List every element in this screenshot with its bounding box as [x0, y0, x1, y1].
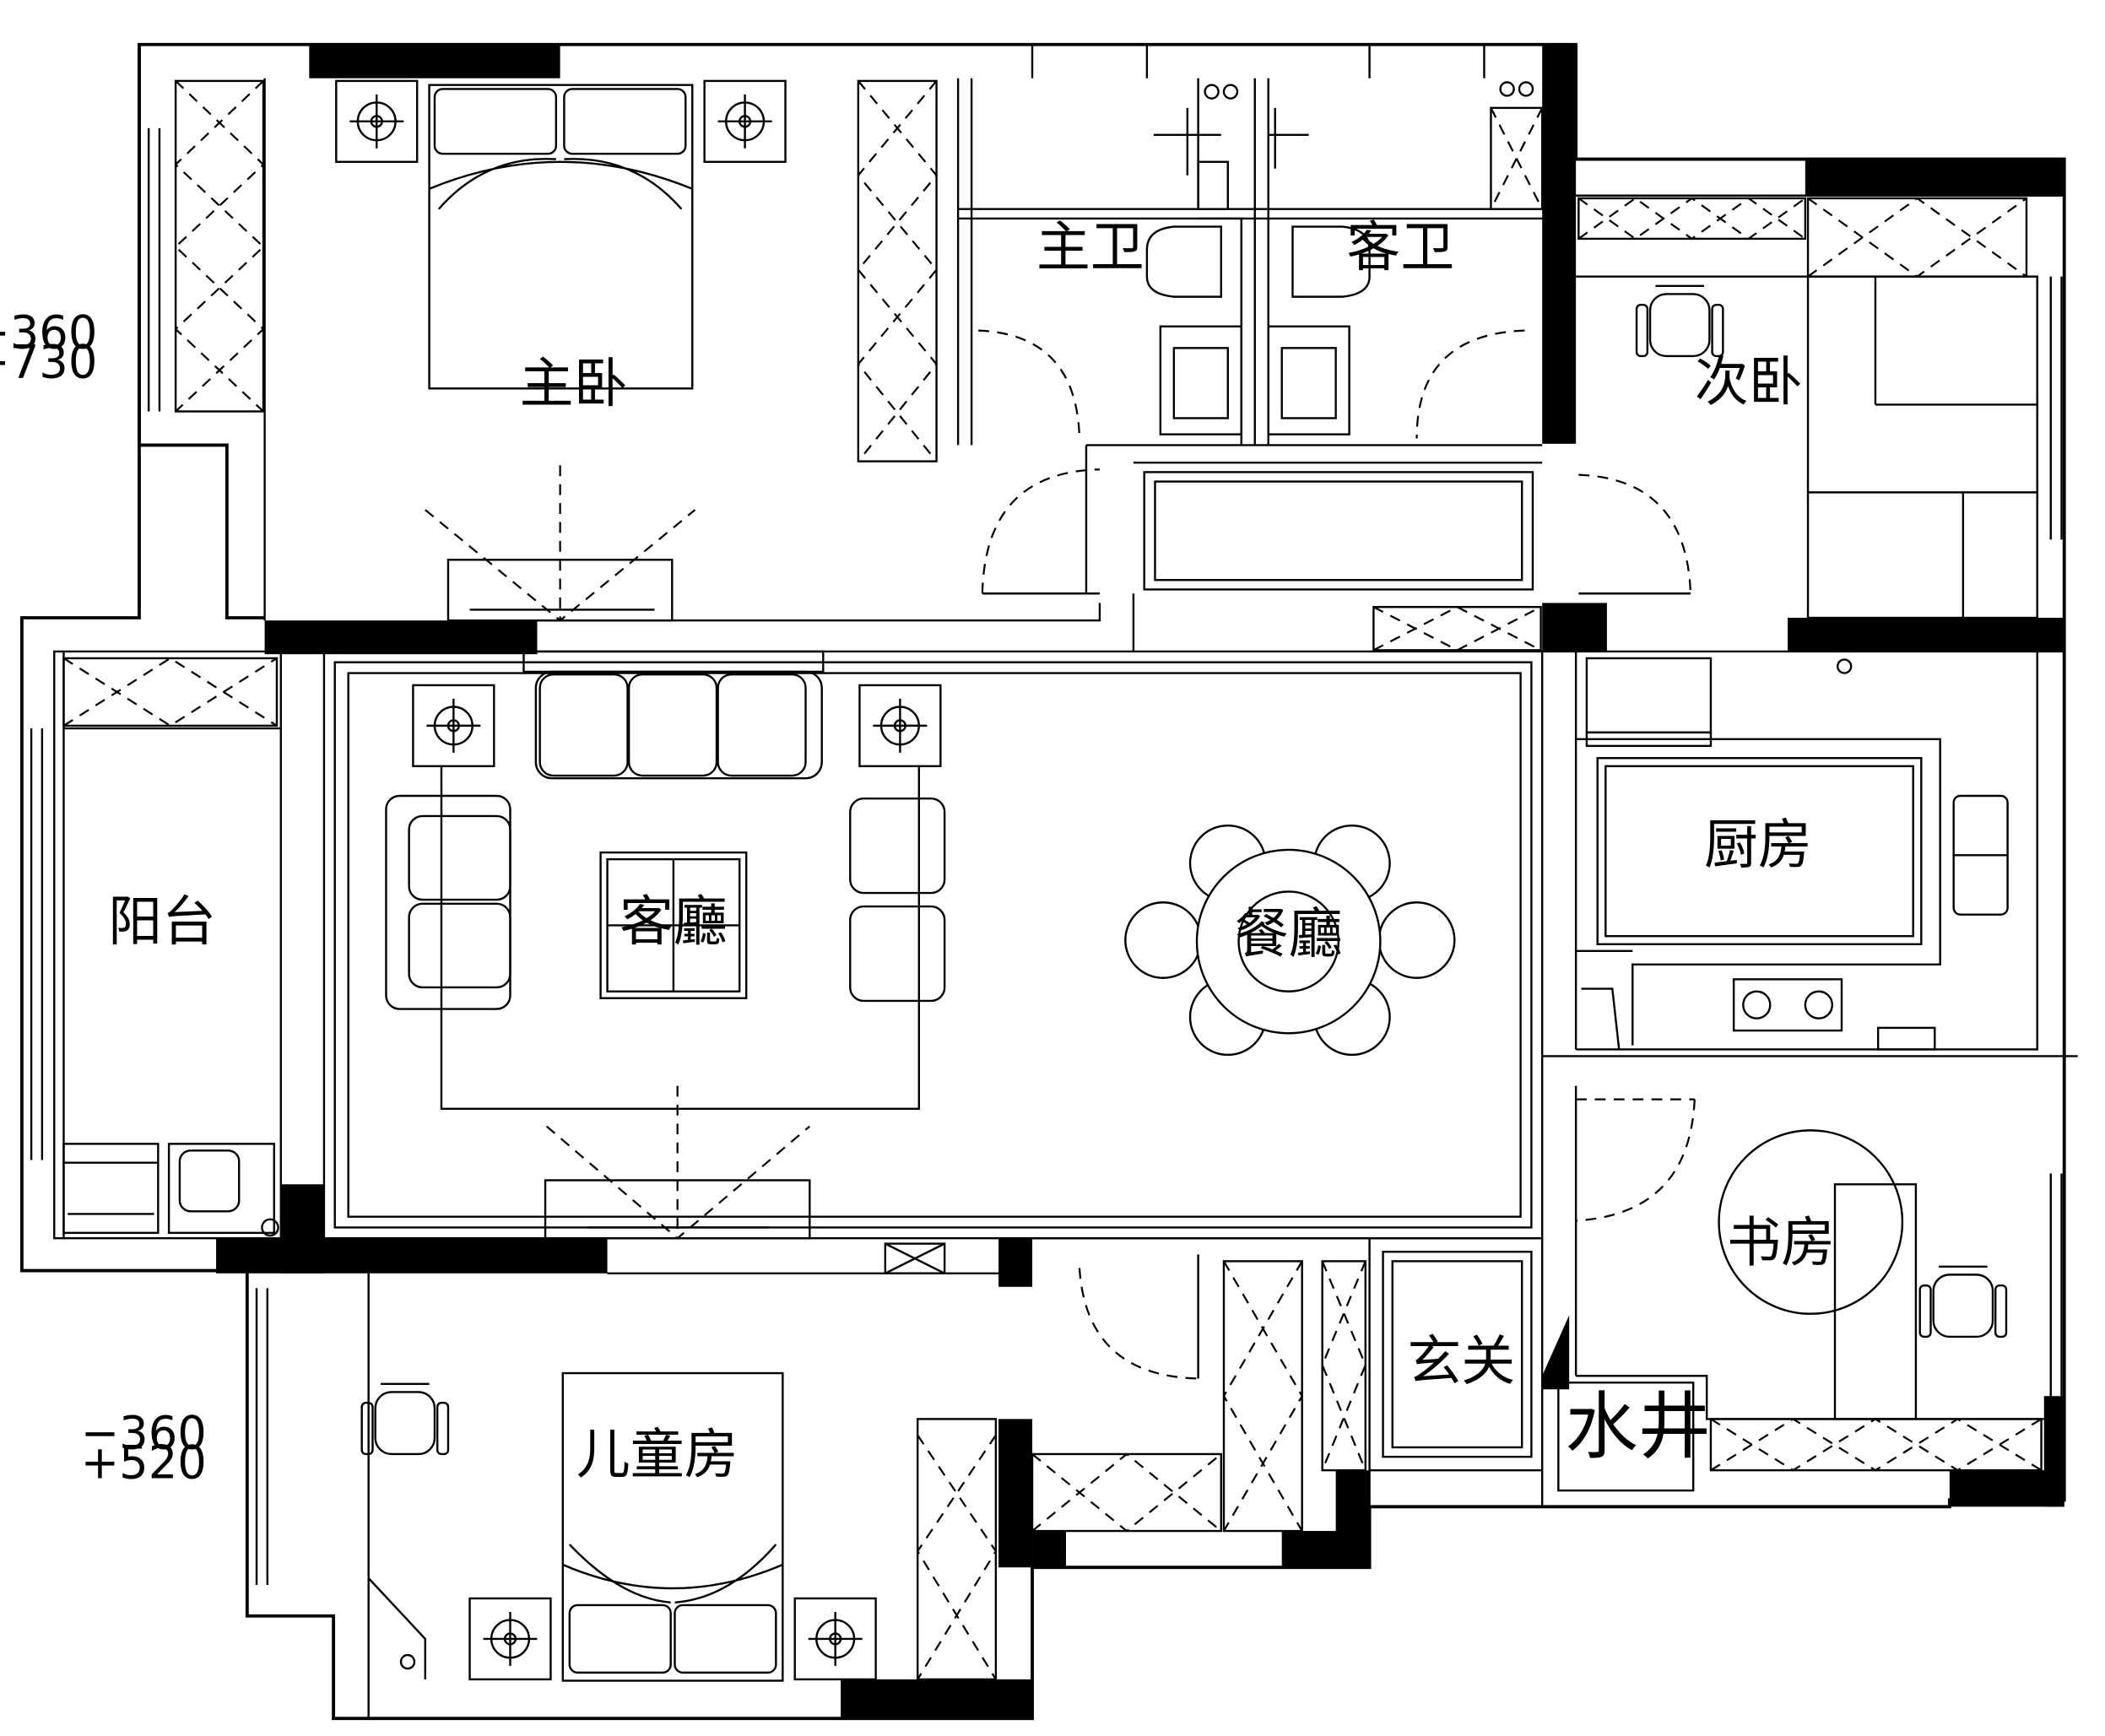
- dining-table: [1124, 824, 1456, 1057]
- label-entrance: 玄关: [1407, 1331, 1515, 1393]
- wardrobes: [62, 79, 2043, 1681]
- dim-lower-minus: −360: [81, 1407, 207, 1460]
- lamp-icon: [858, 684, 942, 768]
- guest-bath-fixtures: [1267, 81, 1534, 435]
- label-kids-room: 儿童房: [576, 1424, 739, 1486]
- corridor-cabinet: [1143, 471, 1534, 591]
- chair-icon: [1918, 1265, 2008, 1339]
- dim-upper-plus: +730: [0, 336, 97, 389]
- kitchen-fixtures: [1576, 657, 2009, 1051]
- structural-walls: [216, 44, 2064, 1719]
- lamp-icon: [335, 79, 419, 163]
- entrance-fixtures: [1078, 1251, 1695, 1492]
- label-living-room: 客廳: [620, 891, 728, 954]
- label-dining-room: 餐廳: [1235, 903, 1343, 965]
- tv-cabinet: [544, 1085, 811, 1240]
- master-tv-cabinet: [425, 465, 696, 622]
- dim-lower-plus: +520: [81, 1436, 207, 1490]
- armchairs-right: [849, 797, 946, 1003]
- dimension-notes: −360 +730 −360 +520: [0, 306, 207, 1489]
- label-master-bedroom: 主卧: [520, 353, 628, 415]
- label-study: 书房: [1727, 1212, 1835, 1274]
- coffee-table: [599, 851, 748, 999]
- master-bath-fixtures: [1145, 84, 1242, 435]
- label-kitchen: 厨房: [1704, 814, 1812, 877]
- living-rug: [440, 765, 920, 1110]
- master-bed: [428, 84, 694, 390]
- lamp-icon: [793, 1597, 877, 1681]
- chair-icon: [1635, 284, 1724, 358]
- partitions: [30, 44, 2078, 1719]
- sofa-left: [385, 794, 511, 1010]
- sofa-top: [522, 650, 825, 780]
- study-furniture: [1576, 1098, 1918, 1420]
- label-second-bedroom: 次卧: [1695, 352, 1803, 414]
- lamp-icon: [468, 1597, 552, 1681]
- room-labels: 主卧 主卫 客卫 次卧 阳台 客廳 餐廳 厨房 书房 儿童房 玄关 水井: [108, 217, 1835, 1486]
- kids-bed: [561, 1371, 784, 1682]
- balcony-appliances: [62, 1143, 279, 1237]
- outer-outline: [19, 42, 2066, 1721]
- label-guest-bath: 客卫: [1346, 217, 1454, 279]
- lamp-icon: [412, 684, 495, 768]
- lamp-icon: [703, 79, 787, 163]
- label-balcony: 阳台: [108, 891, 216, 954]
- label-master-bath: 主卫: [1036, 217, 1144, 279]
- dim-upper-minus: −360: [0, 306, 97, 359]
- bath-doors: [978, 329, 1525, 439]
- chair-icon: [360, 1382, 450, 1456]
- label-water-shaft: 水井: [1565, 1385, 1711, 1469]
- corridor-doors: [981, 468, 1692, 595]
